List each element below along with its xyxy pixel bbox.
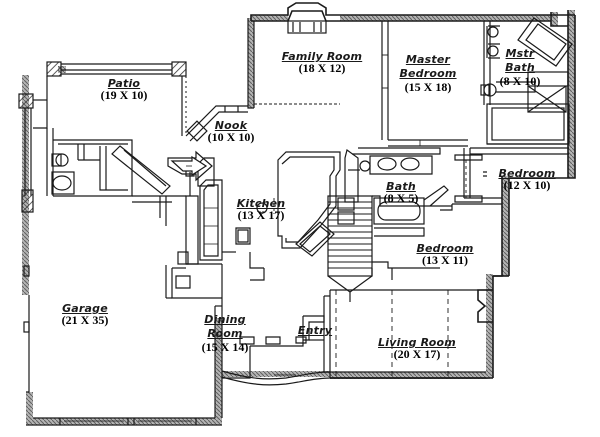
family-room-walls — [247, 18, 389, 140]
bath-and-stairs — [327, 147, 449, 302]
entry-walls — [222, 315, 325, 379]
direction-arrow — [167, 150, 213, 182]
patio-walls — [18, 61, 187, 213]
powder-room — [51, 139, 171, 197]
kitchen-walls — [235, 151, 355, 257]
nook-walls — [185, 105, 248, 142]
garage-walls — [23, 265, 223, 426]
wall-structure — [18, 2, 576, 426]
hall-fixtures — [175, 251, 191, 289]
bedroom-right-walls — [440, 147, 569, 211]
mstr-bath-fixtures — [480, 17, 573, 145]
master-bedroom-walls — [388, 21, 500, 147]
bedroom-mid-walls — [330, 195, 493, 378]
living-room-walls — [323, 290, 486, 378]
dining-room-walls — [165, 265, 331, 386]
misc-partitions — [132, 195, 265, 298]
